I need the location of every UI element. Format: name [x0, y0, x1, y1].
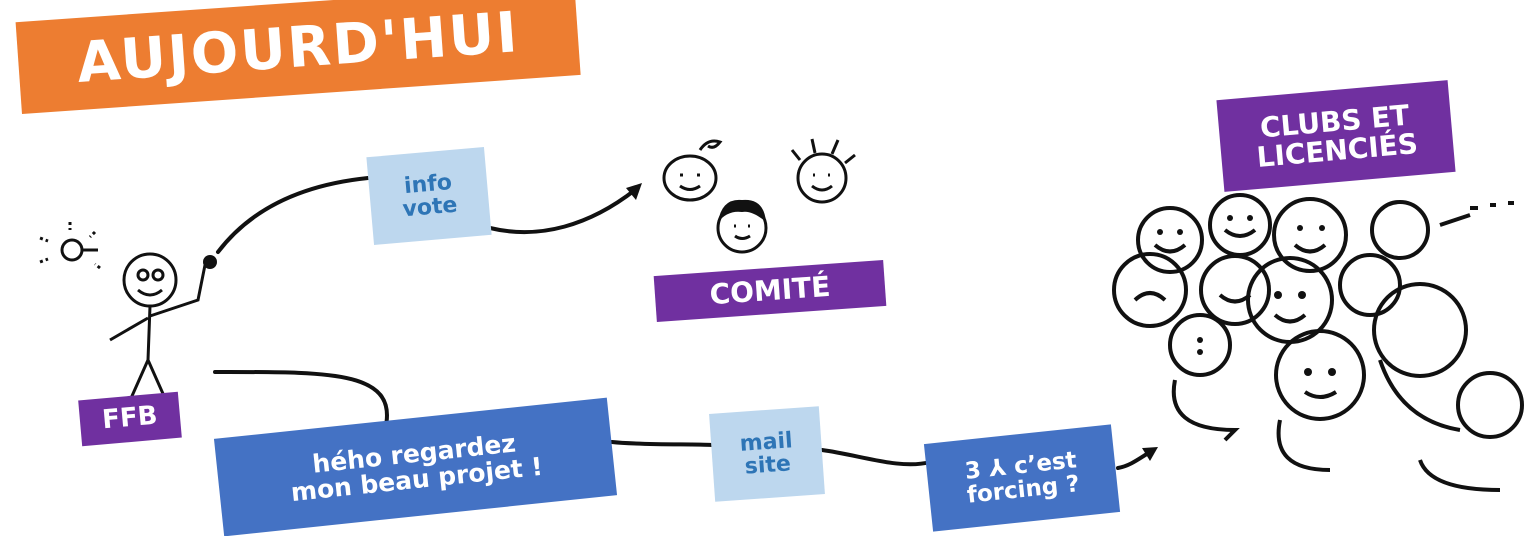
arrowheads	[626, 183, 1158, 461]
ffb-fist	[203, 255, 217, 269]
crowd-faces	[1112, 193, 1524, 492]
connector-ffb-to-heho	[213, 369, 389, 432]
ffb-label: FFB	[78, 391, 182, 447]
connector-ffb-to-info	[216, 176, 370, 254]
crowd-eyes	[1157, 215, 1336, 376]
ffb-figure	[39, 222, 207, 406]
arrowhead-clubs	[1142, 447, 1158, 461]
mail-site-label: mail site	[709, 406, 825, 502]
diagram-drawing	[39, 138, 1524, 492]
connectors	[213, 176, 1152, 470]
arrowhead-comite	[626, 183, 642, 200]
comite-faces	[662, 138, 856, 254]
connector-info-to-comite	[488, 188, 637, 235]
comite-hair	[718, 199, 766, 222]
info-vote-label: info vote	[366, 147, 492, 245]
connector-mail-to-forcing	[820, 448, 932, 467]
connector-forcing-to-clubs	[1116, 450, 1152, 470]
connector-heho-to-mail	[610, 440, 714, 447]
